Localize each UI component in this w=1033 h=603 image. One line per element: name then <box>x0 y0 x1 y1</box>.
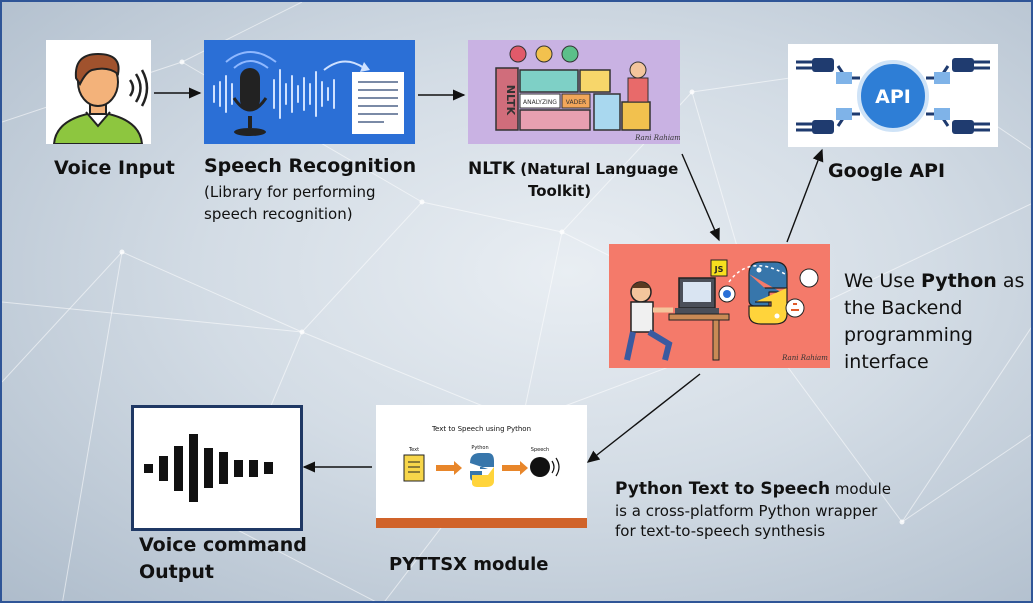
nltk-title: NLTK <box>468 159 516 179</box>
slide-bottom-bar <box>376 518 587 528</box>
python-backend-text: We Use Python as the Backend programming… <box>844 268 1024 376</box>
pyttsx-title-bold: Python Text to Speech <box>615 479 831 499</box>
voice-output-image <box>131 405 303 531</box>
speech-recognition-desc-2: speech recognition) <box>204 205 353 223</box>
nltk-desc-1: (Natural Language <box>520 160 679 178</box>
nltk-desc-2: Toolkit) <box>528 182 592 200</box>
speech-recognition-title: Speech Recognition <box>204 155 417 177</box>
voice-input-image <box>46 40 151 144</box>
pyttsx-module-label: PYTTSX module <box>389 554 549 575</box>
pyttsx-title-line: Python Text to Speech module <box>615 478 891 501</box>
speech-recognition-image <box>204 40 415 144</box>
pyttsx-slide-image: Text to Speech using Python Text Python … <box>376 405 587 528</box>
pyttsx-desc-1: is a cross-platform Python wrapper <box>615 502 878 520</box>
voice-output-line-2: Output <box>139 561 214 583</box>
python-line-1-post: as <box>996 270 1025 292</box>
python-line-2: the Backend <box>844 297 963 319</box>
nltk-label: NLTK (Natural Language Toolkit) <box>468 158 698 202</box>
nltk-signature: Rani Rahiam <box>634 134 680 142</box>
slide-title: Text to Speech using Python <box>431 425 532 433</box>
voice-output-line-1: Voice command <box>139 534 307 556</box>
python-line-4: interface <box>844 351 929 373</box>
pyttsx-description: Python Text to Speech module is a cross-… <box>615 478 891 541</box>
voice-input-label: Voice Input <box>54 157 175 179</box>
google-api-label: Google API <box>828 160 946 182</box>
api-badge-text: API <box>875 86 911 108</box>
nltk-image: NLTK ANALYZING VADER Rani Rahiam <box>468 40 680 144</box>
google-api-image: API <box>788 44 998 147</box>
pyttsx-title-rest: module <box>830 480 892 498</box>
voice-output-label: Voice command Output <box>139 532 307 586</box>
python-backend-image: JS Rani Rahiam <box>609 244 830 368</box>
pyttsx-desc-2: for text-to-speech synthesis <box>615 522 826 540</box>
nltk-vader-tag: VADER <box>566 99 586 106</box>
python-line-1-pre: We Use <box>844 270 921 292</box>
speech-recognition-desc-1: (Library for performing <box>204 183 376 201</box>
nltk-logo-text: NLTK <box>504 85 517 116</box>
nltk-analyzing-tag: ANALYZING <box>523 99 557 106</box>
python-line-1: We Use Python as <box>844 268 1024 295</box>
python-signature: Rani Rahiam <box>781 354 828 362</box>
python-line-1-bold: Python <box>920 270 997 292</box>
js-badge-text: JS <box>714 265 724 274</box>
slide-step-speech: Speech <box>531 447 549 453</box>
python-line-3: programming <box>844 324 973 346</box>
slide-step-python: Python <box>471 445 488 451</box>
slide-step-text: Text <box>408 447 419 453</box>
